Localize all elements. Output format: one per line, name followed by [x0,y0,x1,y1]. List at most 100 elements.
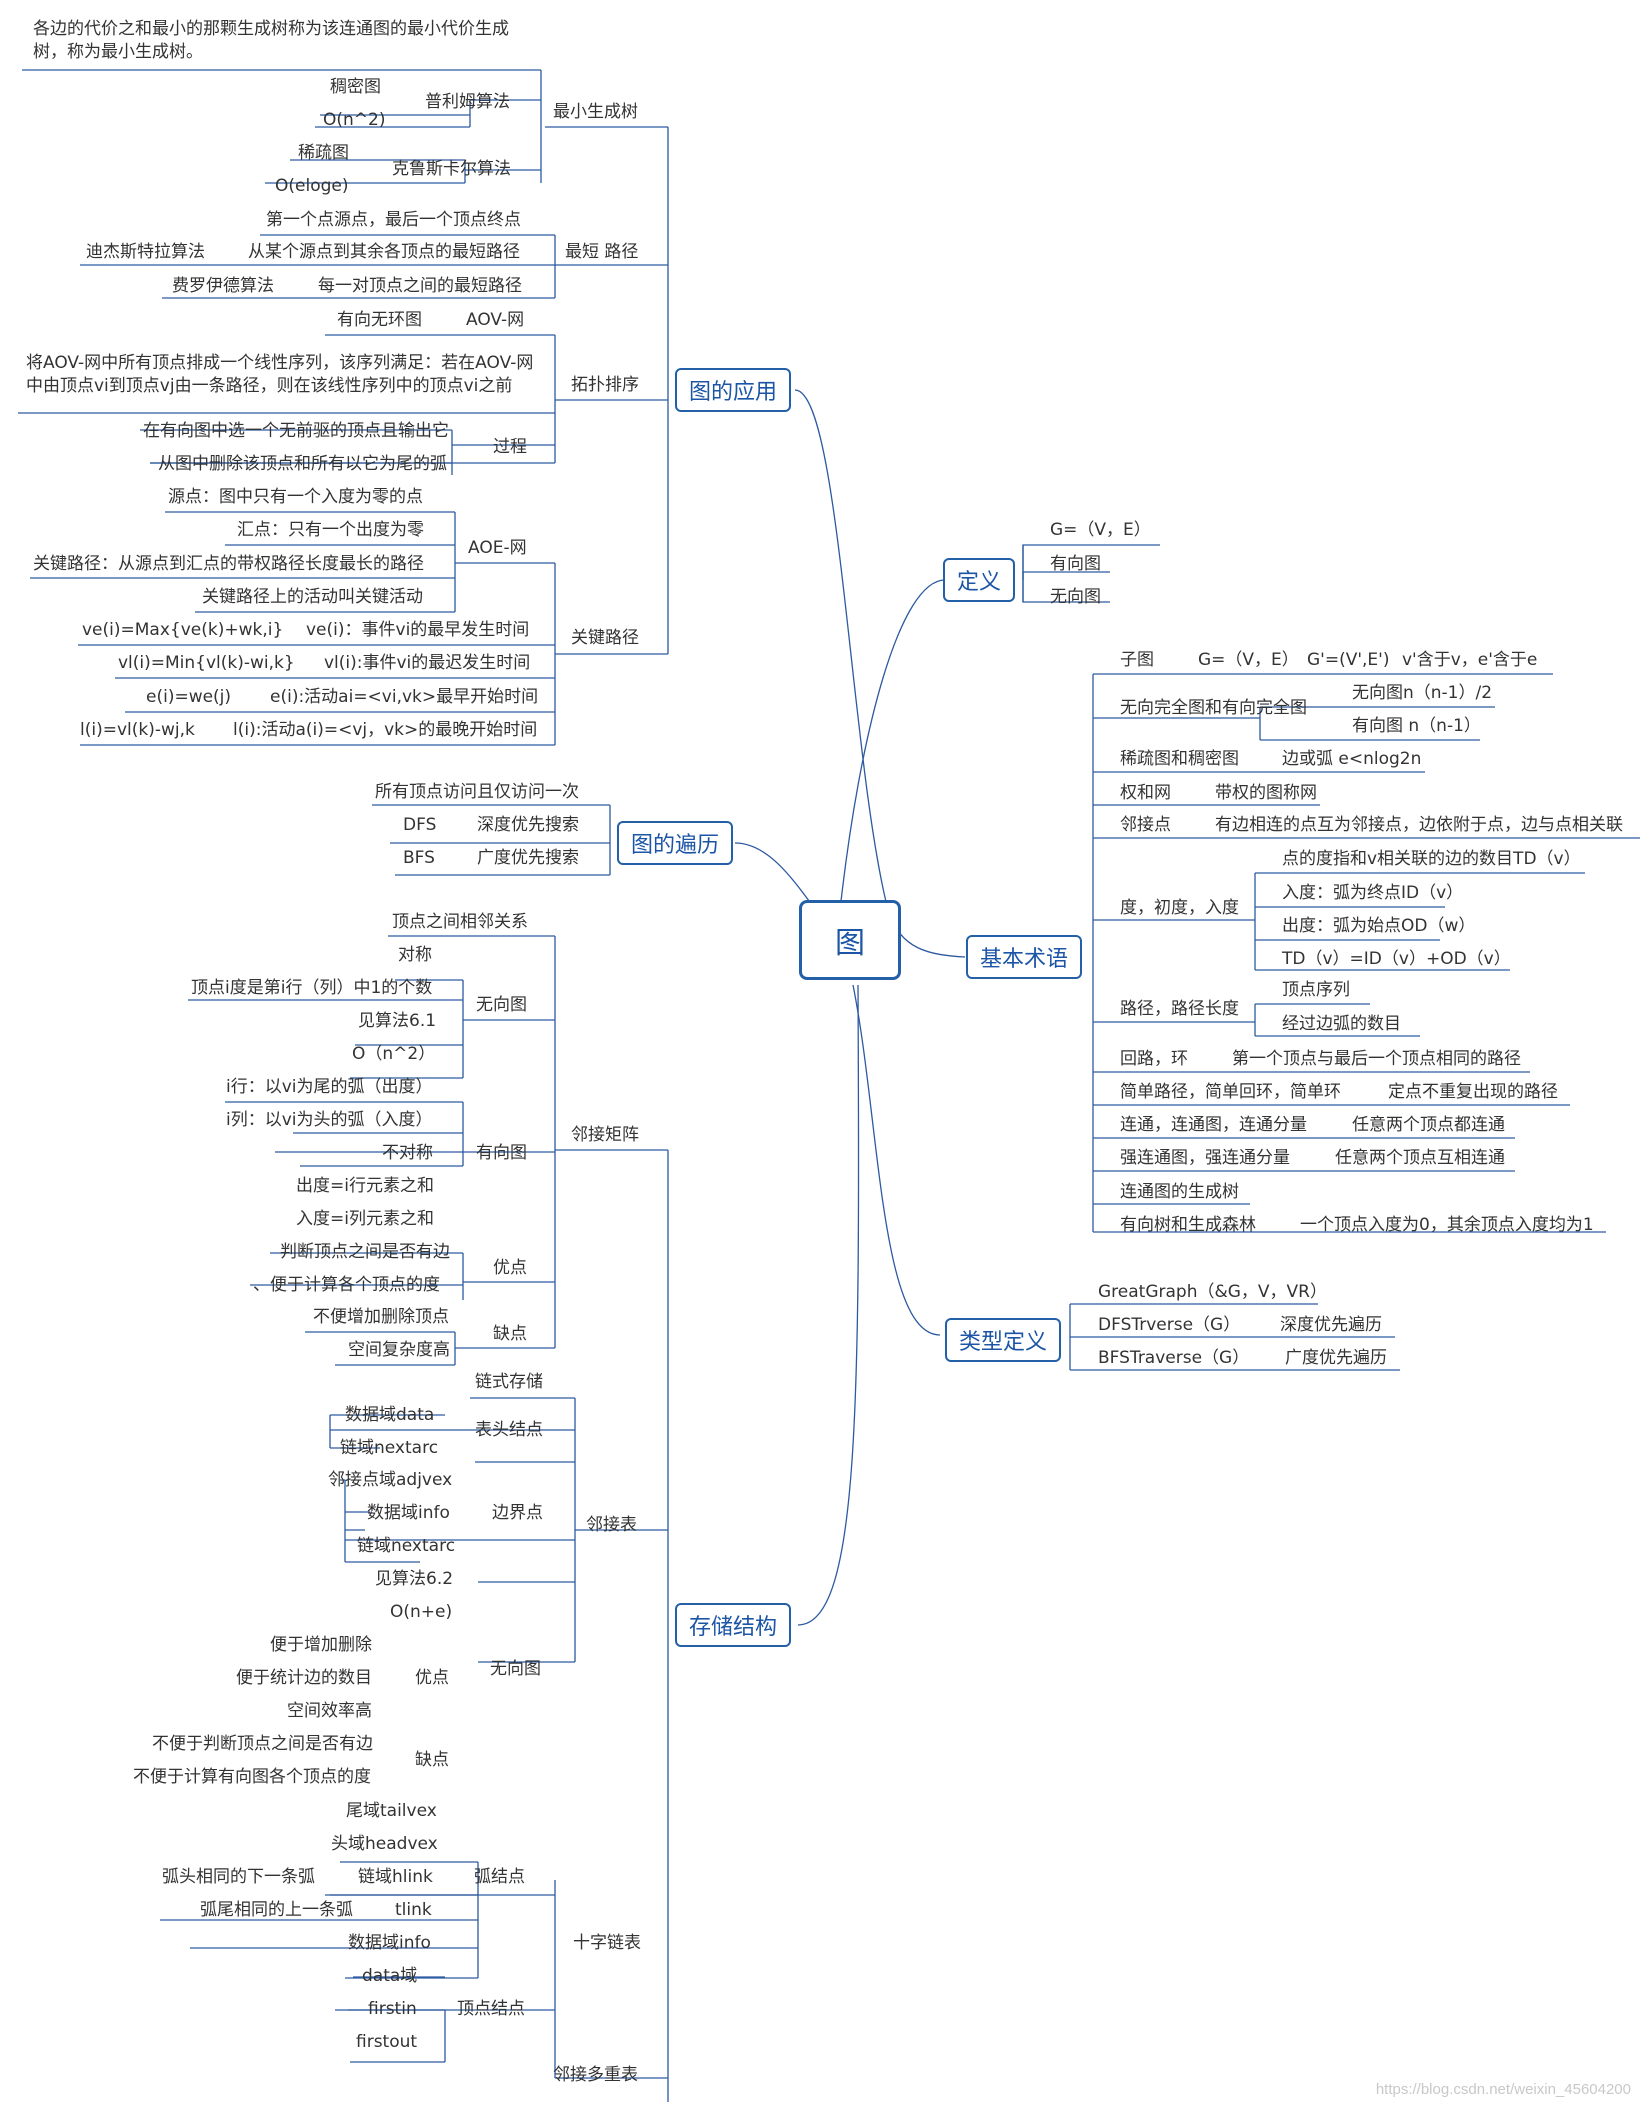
store-c-vtx1: data域 [362,1966,418,1986]
app-process: 过程 [493,437,527,457]
term-simple-d: 定点不重复出现的路径 [1388,1082,1558,1102]
store-m-dis1: 不便增加删除顶点 [313,1307,449,1327]
store-c-arc5: 数据域info [348,1933,431,1953]
app-floyd: 费罗伊德算法 [172,276,274,296]
store-l-dis2: 不便于计算有向图各个顶点的度 [133,1767,371,1787]
store-l-edge1: 邻接点域adjvex [328,1470,453,1490]
store-m-u3: 见算法6.1 [358,1011,437,1031]
trav-bfs: BFS [403,848,435,868]
app-topo: 拓扑排序 [571,375,639,395]
app-kruskal: 克鲁斯卡尔算法 [392,159,511,179]
app-mst: 最小生成树 [553,102,638,122]
store-l-dis: 缺点 [415,1750,449,1770]
app-prim: 普利姆算法 [425,92,510,112]
branch-definition[interactable]: 定义 [942,558,1016,602]
app-aoe-4: 关键路径上的活动叫关键活动 [202,587,423,607]
app-kruskal-2: O(eloge) [275,176,349,196]
app-e-f: e(i)=we(j) [146,687,232,707]
branch-application[interactable]: 图的应用 [674,368,792,412]
store-m-adv: 优点 [493,1258,527,1278]
term-forest-d: 一个顶点入度为0，其余顶点入度均为1 [1300,1215,1594,1235]
store-l-adv3: 空间效率高 [287,1701,372,1721]
store-m-u1: 对称 [398,945,432,965]
store-c-vtx3: firstout [356,2032,418,2052]
app-prim-1: 稠密图 [330,77,381,97]
store-m-dis2: 空间复杂度高 [348,1340,450,1360]
branch-type-def[interactable]: 类型定义 [944,1318,1062,1362]
store-m-dis: 缺点 [493,1324,527,1344]
store-c-arc3: 链域hlink [358,1867,433,1887]
store-c-arc: 弧结点 [474,1867,525,1887]
term-strong: 强连通图，强连通分量 [1120,1148,1290,1168]
app-aoe-1: 源点：图中只有一个入度为零的点 [168,487,423,507]
term-simple: 简单路径，简单回环，简单环 [1120,1082,1341,1102]
app-l: l(i):活动a(i)=<vj，vk>的最晚开始时间 [233,720,538,740]
app-aoe-3: 关键路径：从源点到汇点的带权路径长度最长的路径 [33,554,424,574]
term-loop-d: 第一个顶点与最后一个顶点相同的路径 [1232,1049,1521,1069]
store-multi: 邻接多重表 [553,2065,638,2085]
store-m-directed: 有向图 [476,1143,527,1163]
store-m-d3: 不对称 [382,1143,433,1163]
store-m-u4: O（n^2） [352,1044,436,1064]
store-l-undirected: 无向图 [490,1659,541,1679]
term-path-1: 顶点序列 [1282,980,1350,1000]
store-m-u2: 顶点i度是第i行（列）中1的个数 [191,978,433,998]
app-shortest: 最短 路径 [565,242,639,262]
store-c-arc4: tlink [395,1900,432,1920]
store-m-undirected: 无向图 [476,995,527,1015]
store-c-arc3d: 弧头相同的下一条弧 [162,1867,315,1887]
term-degree-4: TD（v）=ID（v）+OD（v） [1282,949,1511,969]
app-shortest-2: 从某个源点到其余各顶点的最短路径 [248,242,520,262]
type-dfs-d: 深度优先遍历 [1280,1315,1382,1335]
term-connected: 连通，连通图，连通分量 [1120,1115,1307,1135]
store-m-adv1: 判断顶点之间是否有边 [280,1242,450,1262]
term-spanning: 连通图的生成树 [1120,1182,1239,1202]
branch-storage[interactable]: 存储结构 [674,1603,792,1647]
store-l-chain: 链式存储 [475,1372,543,1392]
store-m-d4: 出度=i行元素之和 [296,1176,434,1196]
store-l-adv2: 便于统计边的数目 [236,1668,372,1688]
trav-bfs-d: 广度优先搜索 [477,848,579,868]
term-forest: 有向树和生成森林 [1120,1215,1256,1235]
term-subgraph-rel: v'含于v，e'含于e [1402,650,1538,670]
app-e: e(i):活动ai=<vi,vk>最早开始时间 [270,687,539,707]
branch-basic-terms[interactable]: 基本术语 [965,935,1083,979]
def-undirected: 无向图 [1050,587,1101,607]
term-complete: 无向完全图和有向完全图 [1120,698,1307,718]
term-weight: 权和网 [1120,783,1171,803]
app-ve: ve(i)：事件vi的最早发生时间 [306,620,530,640]
term-connected-d: 任意两个顶点都连通 [1352,1115,1505,1135]
store-c-vtx: 顶点结点 [457,1999,525,2019]
type-create: GreatGraph（&G，V，VR） [1098,1282,1327,1302]
term-sparse: 稀疏图和稠密图 [1120,749,1239,769]
store-l-edge2: 数据域info [367,1503,450,1523]
term-adjacent-d: 有边相连的点互为邻接点，边依附于点，边与点相关联 [1215,815,1623,835]
app-process-1: 在有向图中选一个无前驱的顶点且输出它 [143,421,449,441]
term-subgraph-g: G=（V，E） [1198,650,1299,670]
term-path: 路径，路径长度 [1120,999,1239,1019]
term-subgraph-g2: G'=(V',E') [1307,650,1390,670]
app-l-f: l(i)=vl(k)-wj,k [80,720,195,740]
store-c-arc1: 尾域tailvex [346,1801,437,1821]
store-m-d5: 入度=i列元素之和 [296,1209,434,1229]
app-kruskal-1: 稀疏图 [298,143,349,163]
term-path-2: 经过边弧的数目 [1282,1014,1401,1034]
store-c-arc2: 头域headvex [331,1834,438,1854]
app-prim-2: O(n^2) [323,110,386,130]
app-critical: 关键路径 [571,628,639,648]
branch-traversal[interactable]: 图的遍历 [616,821,734,865]
term-loop: 回路，环 [1120,1049,1188,1069]
term-weight-d: 带权的图称网 [1215,783,1317,803]
app-dijkstra: 迪杰斯特拉算法 [86,242,205,262]
store-l-adv1: 便于增加删除 [270,1635,372,1655]
term-strong-d: 任意两个顶点互相连通 [1335,1148,1505,1168]
app-topo-def: 将AOV-网中所有顶点排成一个线性序列，该序列满足：若在AOV-网中由顶点vi到… [26,353,534,396]
app-vl-f: vl(i)=Min{vl(k)-wi,k} [118,653,295,673]
store-cross: 十字链表 [573,1933,641,1953]
store-l-dis1: 不便于判断顶点之间是否有边 [152,1734,373,1754]
store-l-edge: 边界点 [492,1503,543,1523]
root-node[interactable]: 图 [799,900,901,980]
app-vl: vl(i):事件vi的最迟发生时间 [324,653,531,673]
store-m-d2: i列：以vi为头的弧（入度） [226,1110,433,1130]
